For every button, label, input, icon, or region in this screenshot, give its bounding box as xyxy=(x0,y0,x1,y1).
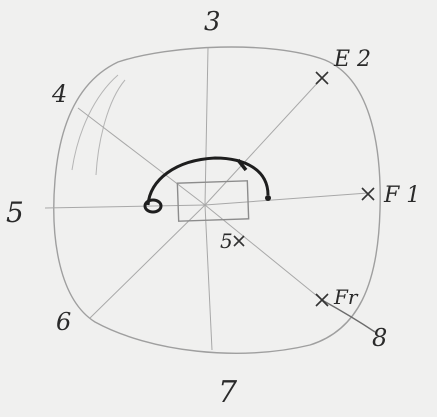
label-center: 5 xyxy=(220,229,233,253)
radial-lines xyxy=(45,48,368,350)
ray-right xyxy=(205,193,368,205)
label-left: 5 xyxy=(6,196,24,229)
ray-bottom xyxy=(205,205,212,350)
ray-top xyxy=(205,48,208,205)
ray-left xyxy=(45,205,205,208)
outer-boundary xyxy=(54,47,380,353)
label-lower-right-end: 8 xyxy=(372,324,387,352)
x-marks xyxy=(234,72,374,306)
ray-upper-left xyxy=(78,108,205,205)
label-right: F 1 xyxy=(383,183,420,208)
label-upper-left: 4 xyxy=(51,80,67,108)
center-rectangle xyxy=(177,181,248,221)
label-top-right: E 2 xyxy=(333,47,371,72)
label-lower-left: 6 xyxy=(56,308,71,336)
label-bottom: 7 xyxy=(218,375,238,410)
ray-top-right xyxy=(205,78,322,205)
upper-left-scribble xyxy=(72,75,125,175)
mark-lower-right xyxy=(316,294,328,306)
mark-center xyxy=(234,236,244,246)
ray-lower-left xyxy=(90,205,205,318)
mark-top-right xyxy=(316,72,328,84)
right-node xyxy=(265,195,271,201)
label-lower-right-mark: Fr xyxy=(333,285,359,309)
label-top: 3 xyxy=(204,7,221,37)
mark-right xyxy=(362,188,374,200)
